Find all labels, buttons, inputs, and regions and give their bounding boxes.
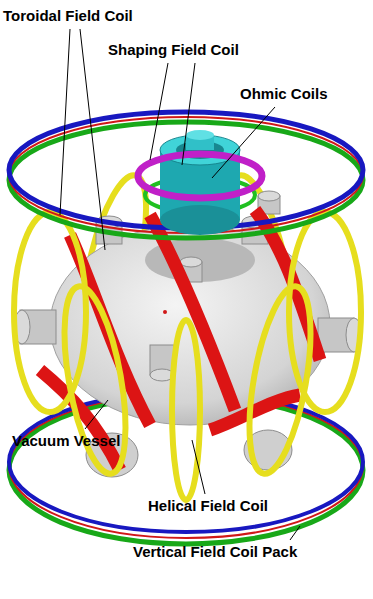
ohmic-coils [138,130,262,235]
part-label: Helical Field Coil [148,497,268,515]
part-label: Vacuum Vessel [12,432,120,450]
part-label: Shaping Field Coil [108,41,239,59]
part-label: Vertical Field Coil Pack [133,543,297,561]
part-label: Toroidal Field Coil [3,7,133,25]
part-label: Ohmic Coils [240,85,328,103]
toroidal-coils-front [14,212,361,500]
leader-lines [60,29,300,540]
